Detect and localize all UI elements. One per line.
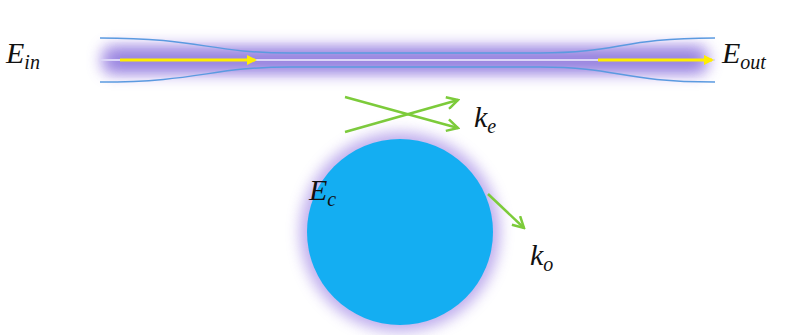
light-arrow [120,59,255,62]
fiber-core [100,59,715,61]
symbol-label: ko [530,240,553,274]
coupling-arrow [345,97,458,128]
symbol-label: Ein [6,38,40,72]
sphere-glow [300,132,500,332]
fiber-edge [100,67,715,82]
symbol-label: ke [474,102,496,136]
light-arrow [598,59,712,62]
microsphere-node: Ec [305,137,495,327]
fiber-edge [100,38,715,53]
coupling-arrow [345,100,458,132]
sphere-shape [305,137,495,327]
loss-arrow [488,194,524,228]
field-label: Ec [309,175,336,209]
symbol-label: Eout [722,38,766,72]
